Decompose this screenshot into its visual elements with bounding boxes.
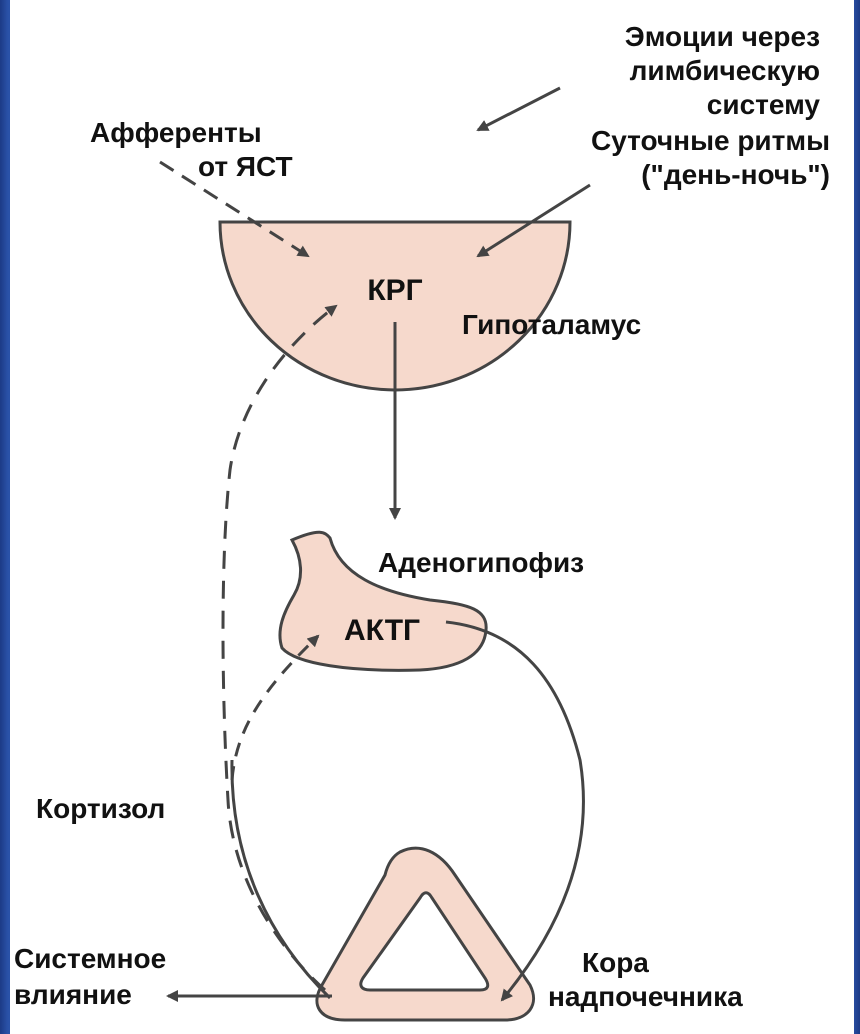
label-cortex-2: надпочечника — [548, 981, 743, 1012]
label-systemic-1: Системное — [14, 943, 166, 974]
label-afferents-2: от ЯСТ — [198, 151, 293, 182]
label-circadian-2: ("день-ночь") — [641, 159, 830, 190]
adrenal-cortex-shape — [317, 848, 534, 1020]
label-cortex-1: Кора — [582, 947, 649, 978]
label-circadian-1: Суточные ритмы — [591, 125, 830, 156]
label-crh: КРГ — [367, 274, 422, 307]
arrow-emotions — [478, 88, 560, 130]
label-afferents-1: Афференты — [90, 117, 262, 148]
label-adenohypophysis: Аденогипофиз — [378, 547, 584, 578]
label-emotions-3: систему — [707, 89, 821, 120]
label-cortisol: Кортизол — [36, 793, 165, 824]
label-systemic-2: влияние — [14, 979, 132, 1010]
label-emotions-1: Эмоции через — [625, 21, 820, 52]
label-acth: АКТГ — [344, 614, 420, 647]
label-hypothalamus: Гипоталамус — [462, 309, 641, 340]
label-emotions-2: лимбическую — [630, 55, 820, 86]
